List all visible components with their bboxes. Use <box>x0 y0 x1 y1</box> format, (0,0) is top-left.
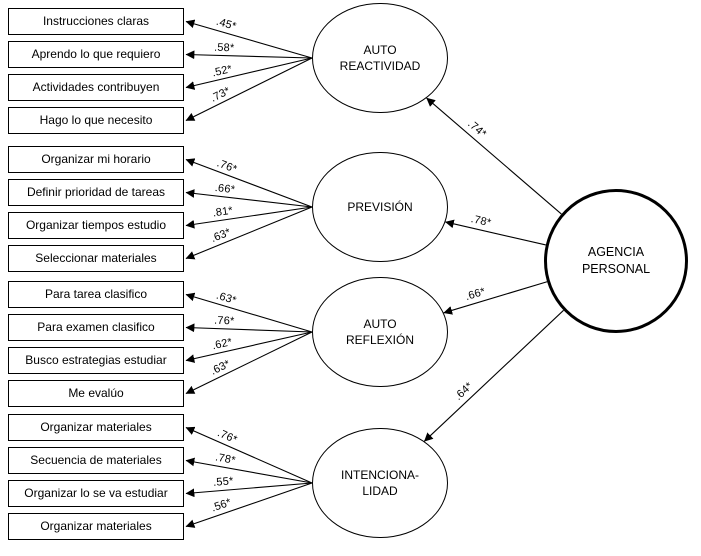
path-arrow <box>443 281 548 315</box>
factor-ellipse: PREVISIÓN <box>312 152 448 262</box>
loading-arrow <box>185 482 313 528</box>
indicator-box: Aprendo lo que requiero <box>8 41 184 68</box>
indicator-box: Organizar lo se va estudiar <box>8 480 184 507</box>
path-arrow <box>423 309 564 442</box>
factor-ellipse: AUTO REACTIVIDAD <box>312 3 448 113</box>
loading-value: .76* <box>213 314 235 328</box>
loading-arrow <box>185 206 313 229</box>
indicator-box: Seleccionar materiales <box>8 245 184 272</box>
agencia-personal-circle: AGENCIA PERSONAL <box>544 189 688 333</box>
factor-ellipse: AUTO REFLEXIÓN <box>312 277 448 387</box>
indicator-box: Instrucciones claras <box>8 8 184 35</box>
indicator-box: Actividades contribuyen <box>8 74 184 101</box>
loading-arrow <box>185 426 313 484</box>
loading-value: .58* <box>213 41 235 54</box>
loading-value: .66* <box>213 181 236 197</box>
indicator-box: Para tarea clasifico <box>8 281 184 308</box>
factor-label: AUTO <box>363 316 397 331</box>
loading-arrow <box>185 331 313 394</box>
loading-arrow <box>185 292 313 333</box>
path-arrow <box>445 219 546 246</box>
indicator-box: Hago lo que necesito <box>8 107 184 134</box>
factor-ellipse: INTENCIONA- LIDAD <box>312 428 448 538</box>
loading-arrow <box>185 19 313 59</box>
indicator-box: Me evalúo <box>8 380 184 407</box>
factor-label: PREVISIÓN <box>347 199 413 214</box>
loading-arrow <box>185 482 313 498</box>
agencia-label-line1: AGENCIA <box>587 245 645 260</box>
factor-label: INTENCIONA- <box>341 467 419 482</box>
indicator-box: Organizar tiempos estudio <box>8 212 184 239</box>
path-arrow <box>426 97 562 215</box>
indicator-box: Organizar mi horario <box>8 146 184 173</box>
loading-arrow <box>185 158 313 208</box>
indicator-box: Definir prioridad de tareas <box>8 179 184 206</box>
agencia-label-line2: PERSONAL <box>581 262 651 276</box>
indicator-box: Para examen clasifico <box>8 314 184 341</box>
loading-arrow <box>185 206 313 260</box>
factor-label: LIDAD <box>362 484 398 498</box>
indicator-box: Organizar materiales <box>8 513 184 540</box>
loading-arrow <box>185 189 313 208</box>
loading-arrow <box>185 50 313 60</box>
indicator-box: Organizar materiales <box>8 414 184 441</box>
loading-arrow <box>185 331 313 363</box>
indicator-box: Busco estrategias estudiar <box>8 347 184 374</box>
factor-label: REACTIVIDAD <box>339 59 421 73</box>
loading-arrow <box>185 57 313 90</box>
loading-arrow <box>185 457 313 484</box>
loading-arrow <box>185 57 313 121</box>
loading-value: .55* <box>212 475 234 490</box>
factor-label: AUTO <box>363 42 397 57</box>
indicator-box: Secuencia de materiales <box>8 447 184 474</box>
loading-arrow <box>185 323 313 333</box>
factor-label: REFLEXIÓN <box>345 333 414 347</box>
